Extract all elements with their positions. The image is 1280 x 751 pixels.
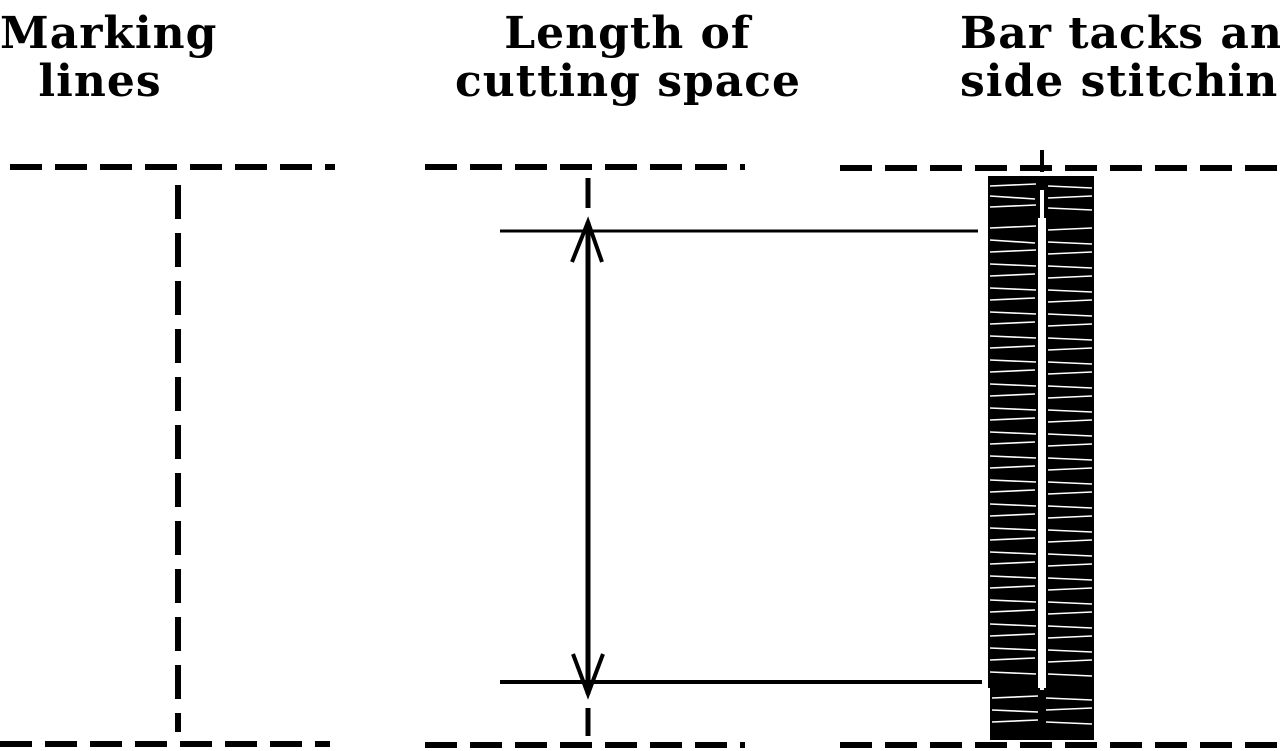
cutting-space-label-line2: cutting space [455,56,802,107]
stitch-texture [989,183,1093,725]
center-cut-line [1040,190,1044,690]
bar-tacks-label: Bar tacks and side stitching [960,10,1280,106]
cutting-space-label-line1: Length of [504,8,751,59]
stitching-block [988,176,1094,740]
bar-tacks-label-line1: Bar tacks and [960,8,1280,59]
marking-lines-label: Marking lines [0,8,218,107]
bar-tacks-label-line2: side stitching [960,56,1280,107]
bottom-bar-tack [990,688,1094,740]
cutting-space-label: Length of cutting space [455,10,800,106]
arrow-up-icon [570,216,604,263]
right-side-stitching [1046,218,1094,688]
arrow-down-icon [571,653,605,700]
marking-lines-label-line1: Marking [0,8,218,59]
marking-lines-label-line2: lines [38,56,162,107]
